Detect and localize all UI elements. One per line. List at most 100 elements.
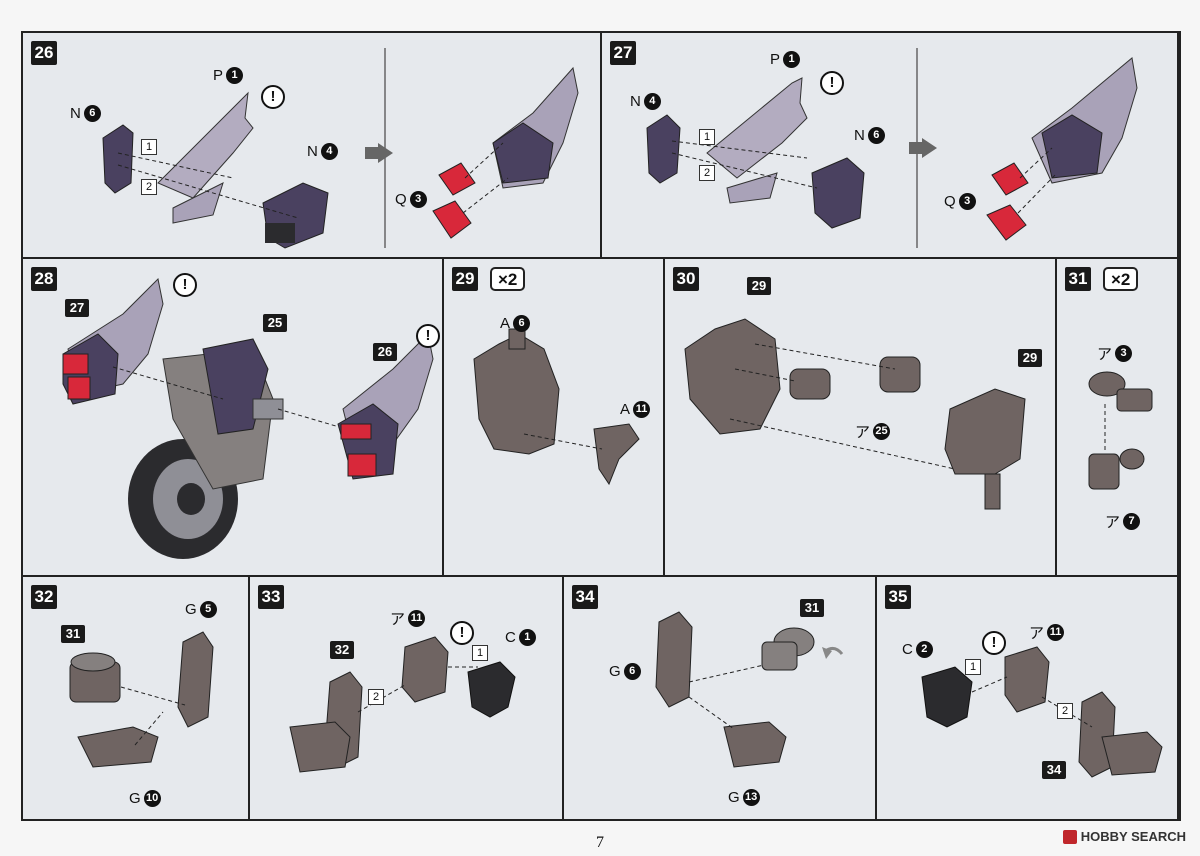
step-number: 33 [258, 585, 284, 609]
quantity-badge: ×2 [1103, 267, 1139, 291]
ref-step-31: 31 [800, 599, 824, 617]
step-number: 30 [673, 267, 699, 291]
order-marker: 2 [368, 689, 384, 705]
page-number: 7 [596, 834, 604, 851]
caution-icon: ! [450, 621, 474, 645]
ref-step-31: 31 [61, 625, 85, 643]
order-marker: 1 [472, 645, 488, 661]
label-num: 1 [226, 67, 244, 84]
step-number: 26 [31, 41, 57, 65]
label-letter: N [70, 105, 81, 122]
label-letter: N [630, 93, 641, 110]
logo-icon [1062, 829, 1077, 844]
step-number: 27 [610, 41, 636, 65]
label-letter: G [728, 789, 740, 806]
label-letter: A [500, 315, 511, 332]
order-marker: 1 [965, 659, 981, 675]
label-num: 7 [1123, 513, 1141, 530]
order-marker: 1 [141, 139, 157, 155]
label-num: 11 [1047, 624, 1065, 641]
order-marker: 1 [699, 129, 715, 145]
caution-icon: ! [416, 324, 440, 348]
label-num: 2 [915, 641, 933, 658]
step-33-illustration [289, 636, 516, 773]
step-number: 32 [31, 585, 57, 609]
step-number: 28 [31, 267, 57, 291]
label-letter: N [854, 127, 865, 144]
order-1: 1 [472, 645, 488, 661]
label-num: 3 [958, 193, 976, 210]
order-marker: 2 [1057, 703, 1073, 719]
ref-step-34: 34 [1042, 761, 1066, 779]
step-34-illustration [655, 611, 844, 768]
label-num: 6 [83, 105, 101, 122]
caution-icon: ! [982, 631, 1006, 655]
ref-step-25: 25 [263, 314, 287, 332]
step-27-illustration [646, 48, 1138, 248]
label-letter: Q [395, 191, 407, 208]
caution-icon: ! [820, 71, 844, 95]
order-marker: 2 [699, 165, 715, 181]
ref-step-26: 26 [373, 343, 397, 361]
label-letter: C [505, 629, 516, 646]
label-letter: ア [1029, 625, 1045, 642]
label-num: 11 [633, 401, 651, 418]
step-number: 34 [572, 585, 598, 609]
step-28-panel: 28 27 ! 25 ! 26 [23, 259, 444, 577]
label-num: 5 [199, 601, 217, 618]
label-num: 4 [320, 143, 338, 160]
order-marker: 2 [141, 179, 157, 195]
order-2: 2 [1057, 703, 1073, 719]
step-32-illustration [69, 631, 214, 768]
step-35-illustration [921, 646, 1163, 778]
label-num: 10 [143, 790, 161, 807]
label-letter: C [902, 641, 913, 658]
label-num: 25 [873, 423, 891, 440]
label-letter: P [213, 67, 224, 84]
order-2: 2 [699, 165, 715, 181]
quantity-badge: ×2 [490, 267, 526, 291]
label-num: 13 [742, 789, 760, 806]
logo-text: HOBBY SEARCH [1080, 829, 1186, 844]
step-29-illustration [473, 328, 640, 486]
ref-step-29: 29 [1018, 349, 1042, 367]
step-number: 29 [452, 267, 478, 291]
label-num: 3 [409, 191, 427, 208]
label-letter: P [770, 51, 781, 68]
label-letter: G [185, 601, 197, 618]
order-2: 2 [368, 689, 384, 705]
caution-icon: ! [261, 85, 285, 109]
label-num: 3 [1115, 345, 1133, 362]
label-letter: Q [944, 193, 956, 210]
label-num: 6 [623, 663, 641, 680]
label-num: 6 [867, 127, 885, 144]
label-letter: ア [855, 424, 871, 441]
label-letter: G [609, 663, 621, 680]
order-1: 1 [141, 139, 157, 155]
label-num: 1 [518, 629, 536, 646]
label-letter: N [307, 143, 318, 160]
